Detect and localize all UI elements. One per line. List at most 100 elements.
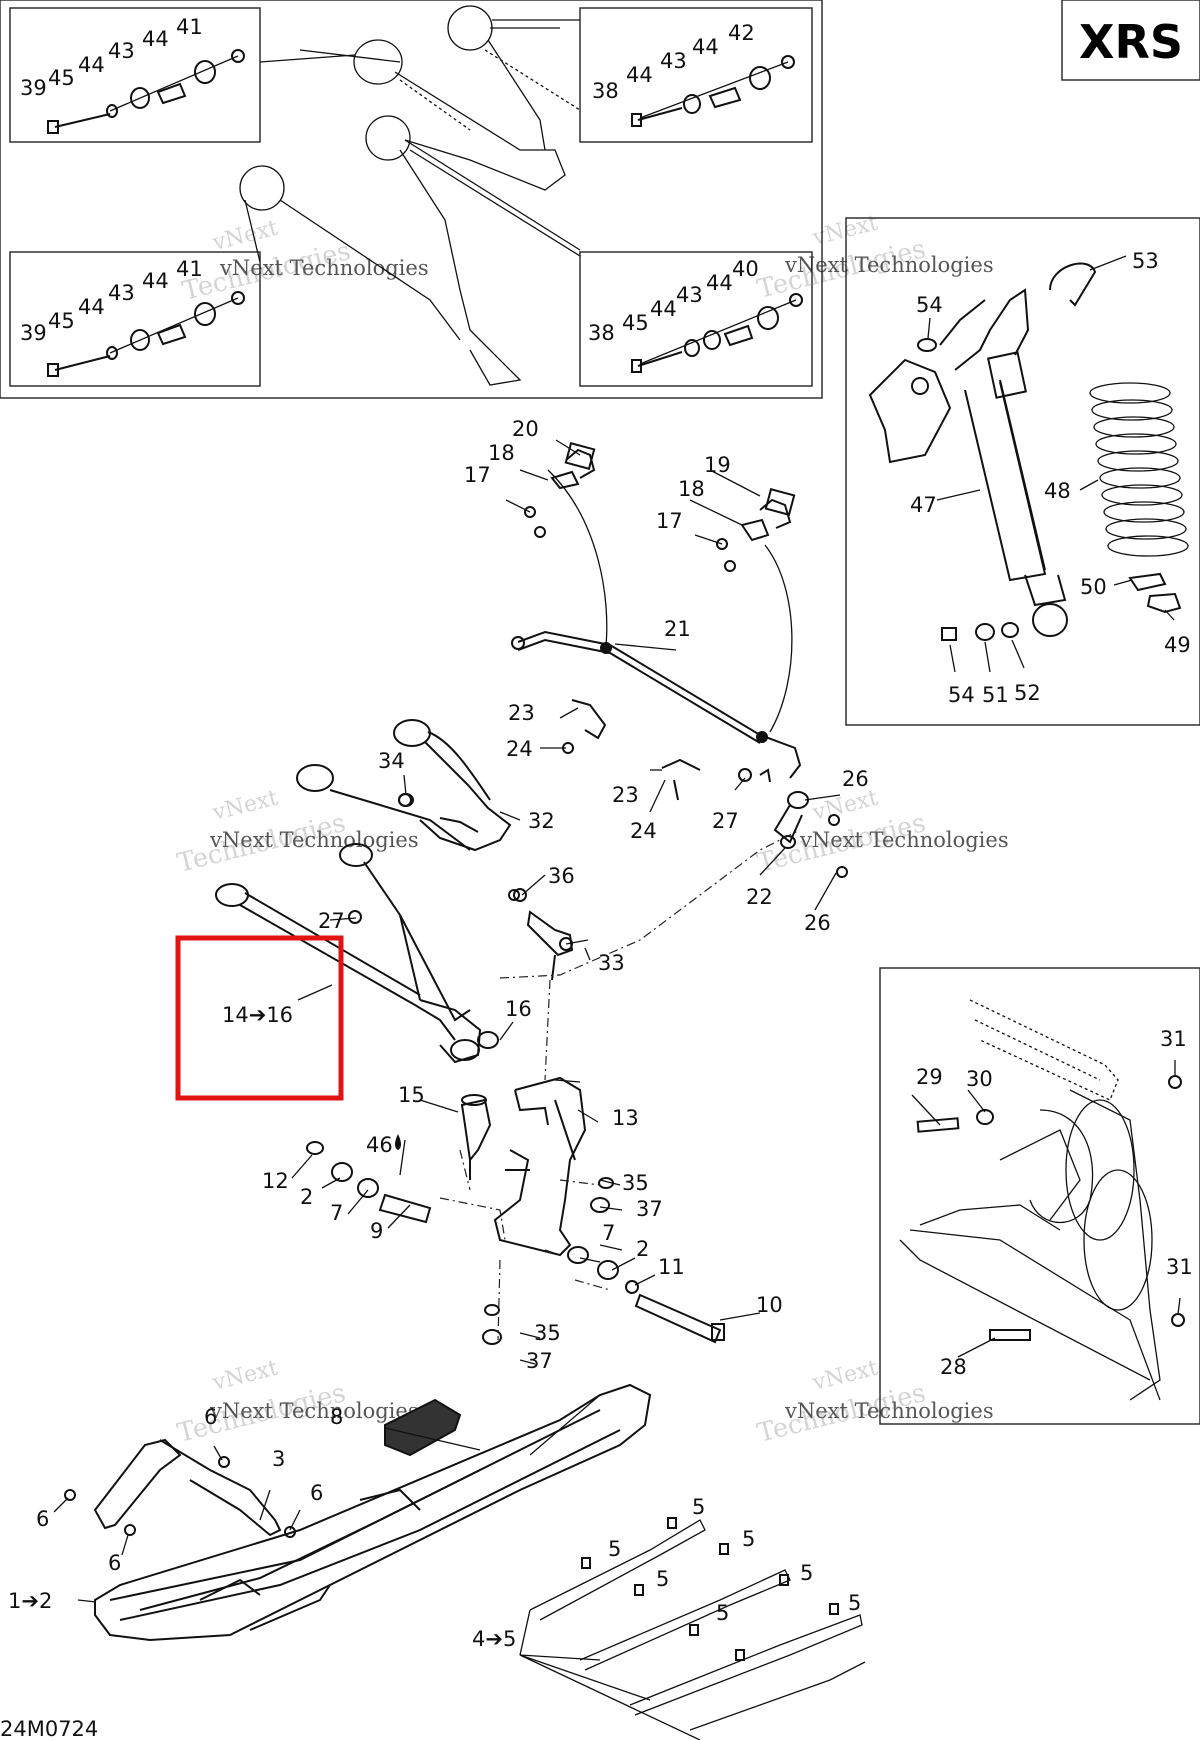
svg-text:44: 44 <box>626 63 653 87</box>
svg-text:22: 22 <box>746 885 773 909</box>
svg-text:5: 5 <box>692 1495 705 1519</box>
svg-text:5: 5 <box>848 1591 861 1615</box>
svg-text:50: 50 <box>1080 575 1107 599</box>
svg-text:16: 16 <box>505 997 532 1021</box>
svg-text:24: 24 <box>630 819 657 843</box>
svg-text:35: 35 <box>534 1321 561 1345</box>
svg-text:48: 48 <box>1044 479 1071 503</box>
upper-arm-detail-frame <box>0 0 823 399</box>
svg-text:19: 19 <box>704 453 731 477</box>
svg-text:44: 44 <box>78 295 105 319</box>
svg-text:45: 45 <box>48 66 75 90</box>
svg-text:3: 3 <box>272 1447 285 1471</box>
svg-text:6: 6 <box>204 1405 217 1429</box>
svg-text:5: 5 <box>800 1561 813 1585</box>
svg-text:10: 10 <box>756 1293 783 1317</box>
svg-text:1➔2: 1➔2 <box>8 1589 52 1613</box>
runner-studs <box>581 1517 839 1661</box>
svg-text:43: 43 <box>660 49 687 73</box>
ball-joint <box>460 1094 492 1180</box>
svg-text:vNext Technologies: vNext Technologies <box>219 256 429 280</box>
svg-text:13: 13 <box>612 1106 639 1130</box>
upper-a-arm-sketch <box>239 5 581 386</box>
leader-lines <box>53 255 1181 1740</box>
svg-text:6: 6 <box>36 1507 49 1531</box>
svg-text:21: 21 <box>664 617 691 641</box>
svg-text:vNext Technologies: vNext Technologies <box>209 1399 419 1423</box>
svg-text:38: 38 <box>588 321 615 345</box>
model-badge: XRS <box>1061 0 1200 81</box>
svg-text:54: 54 <box>916 293 943 317</box>
anti-sway-bar <box>511 630 802 779</box>
svg-text:44: 44 <box>706 271 733 295</box>
svg-text:2: 2 <box>636 1237 649 1261</box>
tie-rod-end <box>508 889 574 981</box>
svg-text:44: 44 <box>142 269 169 293</box>
svg-text:29: 29 <box>916 1065 943 1089</box>
svg-text:vNext: vNext <box>809 211 880 251</box>
hardware <box>306 768 771 1345</box>
steering-link <box>773 791 848 878</box>
svg-text:52: 52 <box>1014 681 1041 705</box>
svg-text:43: 43 <box>108 39 135 63</box>
svg-text:45: 45 <box>48 309 75 333</box>
svg-text:42: 42 <box>728 21 755 45</box>
svg-text:24: 24 <box>506 737 533 761</box>
detail-box-top-left: 39 45 44 43 44 41 <box>9 7 261 143</box>
svg-text:54: 54 <box>948 683 975 707</box>
svg-text:40: 40 <box>732 257 759 281</box>
svg-text:30: 30 <box>966 1067 993 1091</box>
svg-text:5: 5 <box>742 1527 755 1551</box>
svg-text:39: 39 <box>20 321 47 345</box>
shock-absorber <box>868 288 1068 637</box>
svg-text:26: 26 <box>804 911 831 935</box>
svg-text:18: 18 <box>488 441 515 465</box>
svg-text:31: 31 <box>1160 1027 1187 1051</box>
sway-bar-brackets <box>524 442 796 572</box>
watermark-5: vNext Technologies vNext Technologies <box>174 1356 418 1449</box>
svg-text:18: 18 <box>678 477 705 501</box>
assembly-lines <box>439 829 801 1341</box>
svg-text:41: 41 <box>176 257 203 281</box>
svg-text:5: 5 <box>608 1537 621 1561</box>
svg-text:43: 43 <box>676 283 703 307</box>
svg-text:17: 17 <box>464 463 491 487</box>
drawing-code: 24M0724 <box>0 1717 98 1740</box>
svg-text:43: 43 <box>108 281 135 305</box>
svg-text:XRS: XRS <box>1079 15 1183 69</box>
svg-text:23: 23 <box>612 783 639 807</box>
svg-text:7: 7 <box>602 1221 615 1245</box>
spindle <box>493 1076 587 1257</box>
svg-text:7: 7 <box>330 1201 343 1225</box>
svg-text:17: 17 <box>656 509 683 533</box>
coil-spring <box>1089 382 1189 557</box>
svg-text:41: 41 <box>176 15 203 39</box>
svg-text:44: 44 <box>78 53 105 77</box>
callout-labels: 14➔16 16 15 13 46 12 2 7 9 35 37 7 2 11 … <box>8 249 1193 1651</box>
detail-box-bottom-right: 38 45 44 43 44 40 <box>579 251 813 387</box>
svg-text:44: 44 <box>142 27 169 51</box>
detail-box-top-right: 38 44 43 44 42 <box>579 7 813 143</box>
svg-text:35: 35 <box>622 1171 649 1195</box>
svg-text:34: 34 <box>378 749 405 773</box>
svg-text:23: 23 <box>508 701 535 725</box>
svg-text:31: 31 <box>1166 1255 1193 1279</box>
lower-a-arm <box>215 843 499 1064</box>
svg-text:47: 47 <box>910 493 937 517</box>
ski-wear-pad <box>384 1398 462 1457</box>
svg-text:vNext: vNext <box>209 1356 280 1396</box>
svg-text:45: 45 <box>622 311 649 335</box>
svg-text:2: 2 <box>300 1185 313 1209</box>
svg-text:27: 27 <box>318 909 345 933</box>
svg-text:49: 49 <box>1164 633 1191 657</box>
svg-text:11: 11 <box>658 1255 685 1279</box>
svg-text:vNext Technologies: vNext Technologies <box>784 253 994 277</box>
shock-detail-frame <box>845 217 1200 726</box>
svg-text:12: 12 <box>262 1169 289 1193</box>
svg-text:51: 51 <box>982 683 1009 707</box>
svg-text:37: 37 <box>526 1349 553 1373</box>
svg-text:6: 6 <box>310 1481 323 1505</box>
watermark-1: vNext Technologies vNext Technologies <box>179 216 428 307</box>
